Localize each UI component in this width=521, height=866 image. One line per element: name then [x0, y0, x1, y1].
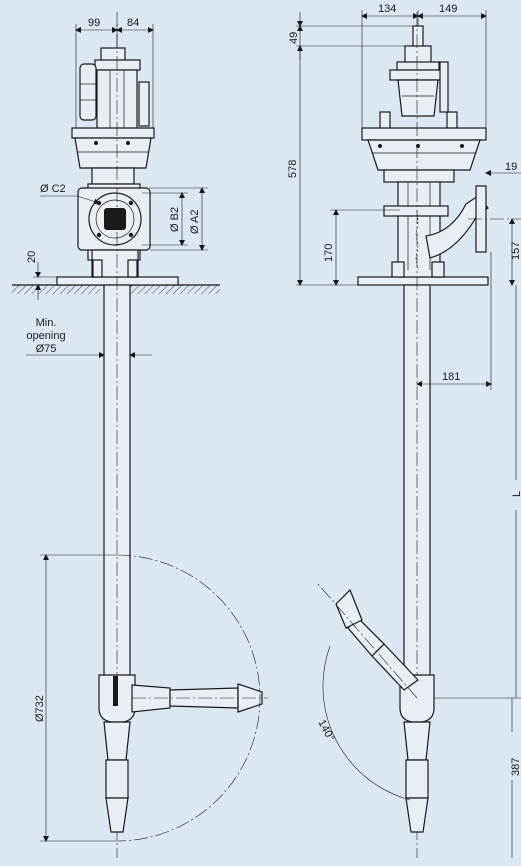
dim-732: Ø732	[34, 695, 46, 722]
actuator-flange-side	[361, 127, 487, 141]
dim-134: 134	[378, 3, 396, 15]
swing-arc	[116, 554, 261, 842]
mounting-plate	[56, 276, 179, 286]
actuator-housing	[74, 137, 152, 169]
dim-140: 140°	[315, 718, 336, 744]
filter-regulator	[79, 63, 97, 121]
ground-hatch-left	[12, 285, 100, 294]
flange-bore	[104, 208, 126, 230]
dim-19: 19	[505, 161, 517, 173]
dim-b2: Ø B2	[169, 207, 181, 232]
opening-diameter: Ø75	[36, 343, 57, 355]
bottom-pump-side	[317, 583, 435, 833]
ground-hatch-right	[130, 285, 220, 294]
angle-arc	[322, 645, 411, 801]
dim-578: 578	[287, 160, 299, 178]
front-view: 99 84 Ø C2 Ø B2 Ø A2 20 Min. opening Ø75…	[12, 12, 268, 858]
dim-387: 387	[510, 758, 521, 776]
dim-49: 49	[288, 32, 300, 44]
dim-20: 20	[26, 251, 38, 263]
bottom-pump	[98, 674, 268, 833]
dim-181: 181	[442, 371, 460, 383]
dim-a2: Ø A2	[189, 210, 201, 234]
dim-170: 170	[323, 244, 335, 262]
dim-c2: Ø C2	[40, 183, 66, 195]
side-view: 140° 134 149 49 578 170 19 157 181	[287, 3, 521, 858]
dim-149: 149	[439, 3, 457, 15]
pump-casing	[77, 183, 151, 278]
actuator-head	[71, 47, 155, 185]
mounting-plate-side	[357, 276, 489, 286]
dim-157: 157	[510, 242, 521, 260]
actuator-head-side	[361, 25, 487, 183]
opening-line-2: opening	[26, 330, 65, 342]
actuator-flange	[71, 127, 155, 139]
opening-line-1: Min.	[36, 317, 57, 329]
dim-99: 99	[88, 17, 100, 29]
dim-l: L	[511, 491, 521, 497]
dim-84: 84	[127, 17, 139, 29]
